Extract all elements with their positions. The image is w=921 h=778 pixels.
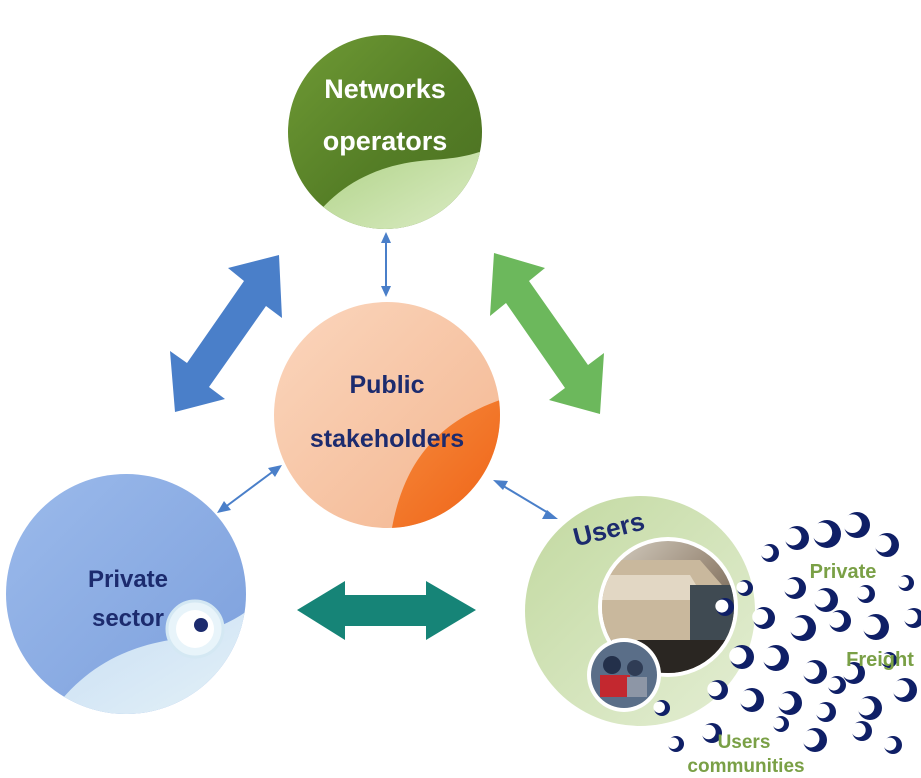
networks-operators-node: Networks operators <box>288 35 482 229</box>
community-dot-highlight <box>736 581 748 593</box>
community-dot-highlight <box>752 608 769 625</box>
networks-line2: operators <box>323 126 448 156</box>
user-group-freight: Freight <box>846 649 914 671</box>
community-dot-highlight <box>856 586 870 600</box>
people-photo <box>587 638 661 712</box>
community-dot-highlight <box>783 578 800 595</box>
community-dot-highlight <box>784 528 802 546</box>
arrow-private-users <box>297 581 476 640</box>
arrow-networks-private <box>170 255 282 412</box>
public-line1: Public <box>349 371 424 399</box>
community-dot-highlight <box>701 724 716 740</box>
private-sector-node: Private sector <box>6 474 246 714</box>
community-dot-highlight <box>772 717 784 729</box>
private-sector-line1: Private <box>88 566 168 593</box>
arrow-networks-users <box>490 253 604 414</box>
community-dot-highlight <box>715 599 729 613</box>
public-line2: stakeholders <box>310 425 464 453</box>
community-dot-highlight <box>777 693 795 711</box>
connector-public-private <box>217 465 282 513</box>
community-dot-highlight <box>812 522 833 543</box>
user-communities-dots <box>653 512 921 754</box>
community-dot-highlight <box>827 677 841 691</box>
community-dot-highlight <box>815 703 830 719</box>
community-dot-highlight <box>862 616 881 636</box>
community-dot-highlight <box>653 701 665 713</box>
community-dot-highlight <box>883 737 897 751</box>
connector-networks-public <box>381 232 391 297</box>
connector-public-users <box>493 480 558 519</box>
community-dot-highlight <box>739 690 757 708</box>
community-dot-highlight <box>707 681 722 697</box>
community-dot-highlight <box>760 545 774 559</box>
user-group-private: Private <box>810 561 877 583</box>
community-dot-highlight <box>903 609 918 625</box>
community-dot-highlight <box>802 662 820 680</box>
user-group-communities-line1: Users <box>718 732 771 753</box>
community-dot-highlight <box>897 576 909 588</box>
community-dot-highlight <box>880 653 892 665</box>
community-dot-highlight <box>851 722 866 738</box>
community-dot-highlight <box>729 647 747 665</box>
private-sector-line2: sector <box>92 605 164 632</box>
community-dot-highlight <box>843 514 862 534</box>
public-stakeholders-node: Public stakeholders <box>274 302 500 528</box>
community-dot-highlight <box>789 617 808 637</box>
networks-line1: Networks <box>324 74 446 104</box>
community-dot-highlight <box>667 737 679 749</box>
user-group-communities-line2: communities <box>687 756 804 777</box>
community-dot-highlight <box>874 535 892 553</box>
community-dot-highlight <box>892 680 910 698</box>
community-dot-highlight <box>842 663 859 680</box>
community-dot-highlight <box>857 698 875 716</box>
community-dot-highlight <box>813 590 831 608</box>
community-dot-highlight <box>828 611 845 628</box>
community-dot-highlight <box>802 730 820 748</box>
users-node: Users <box>525 496 755 726</box>
community-dot-highlight <box>762 647 781 667</box>
eye-pupil-icon <box>194 618 208 632</box>
